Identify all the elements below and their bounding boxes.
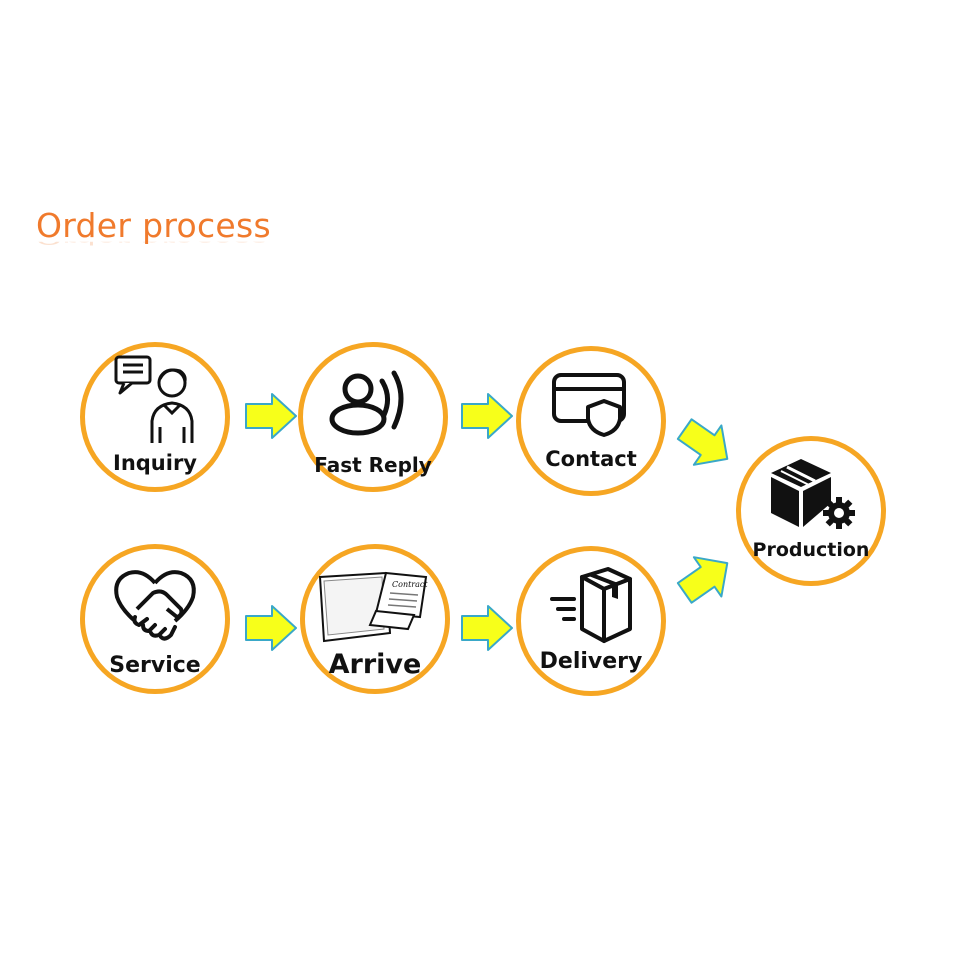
arrow-fast-reply-to-contact bbox=[461, 393, 513, 439]
step-label-service: Service bbox=[109, 653, 201, 678]
arrow-arrive-to-service bbox=[245, 605, 297, 651]
handshake-icon bbox=[114, 570, 196, 641]
step-contact: Contact bbox=[516, 346, 666, 496]
arrow-delivery-to-arrive bbox=[461, 605, 513, 651]
step-service: Service bbox=[80, 544, 230, 694]
step-delivery: Delivery bbox=[516, 546, 666, 696]
step-arrive: Contract Arrive bbox=[300, 544, 450, 694]
arrow-inquiry-to-fast-reply bbox=[245, 393, 297, 439]
contract-document-icon: Contract bbox=[318, 571, 428, 643]
step-label-production: Production bbox=[752, 539, 870, 561]
step-label-delivery: Delivery bbox=[539, 649, 643, 674]
title-reflection: Order process bbox=[36, 242, 272, 248]
step-label-arrive: Arrive bbox=[328, 649, 422, 680]
boxes-gear-icon bbox=[771, 459, 855, 529]
person-chat-icon bbox=[114, 355, 194, 443]
step-fast-reply: Fast Reply bbox=[298, 342, 448, 492]
arrow-production-to-delivery bbox=[676, 556, 729, 604]
step-label-fast-reply: Fast Reply bbox=[314, 453, 432, 477]
arrow-contact-to-production bbox=[676, 418, 729, 466]
page-title: Order process bbox=[36, 206, 271, 245]
step-label-inquiry: Inquiry bbox=[113, 451, 197, 475]
step-label-contact: Contact bbox=[545, 447, 637, 471]
users-reply-icon bbox=[329, 370, 404, 436]
contract-icon-text: Contract bbox=[392, 580, 428, 589]
step-production: Production bbox=[736, 436, 886, 586]
card-shield-icon bbox=[552, 373, 626, 437]
step-inquiry: Inquiry bbox=[80, 342, 230, 492]
package-icon bbox=[550, 567, 632, 643]
